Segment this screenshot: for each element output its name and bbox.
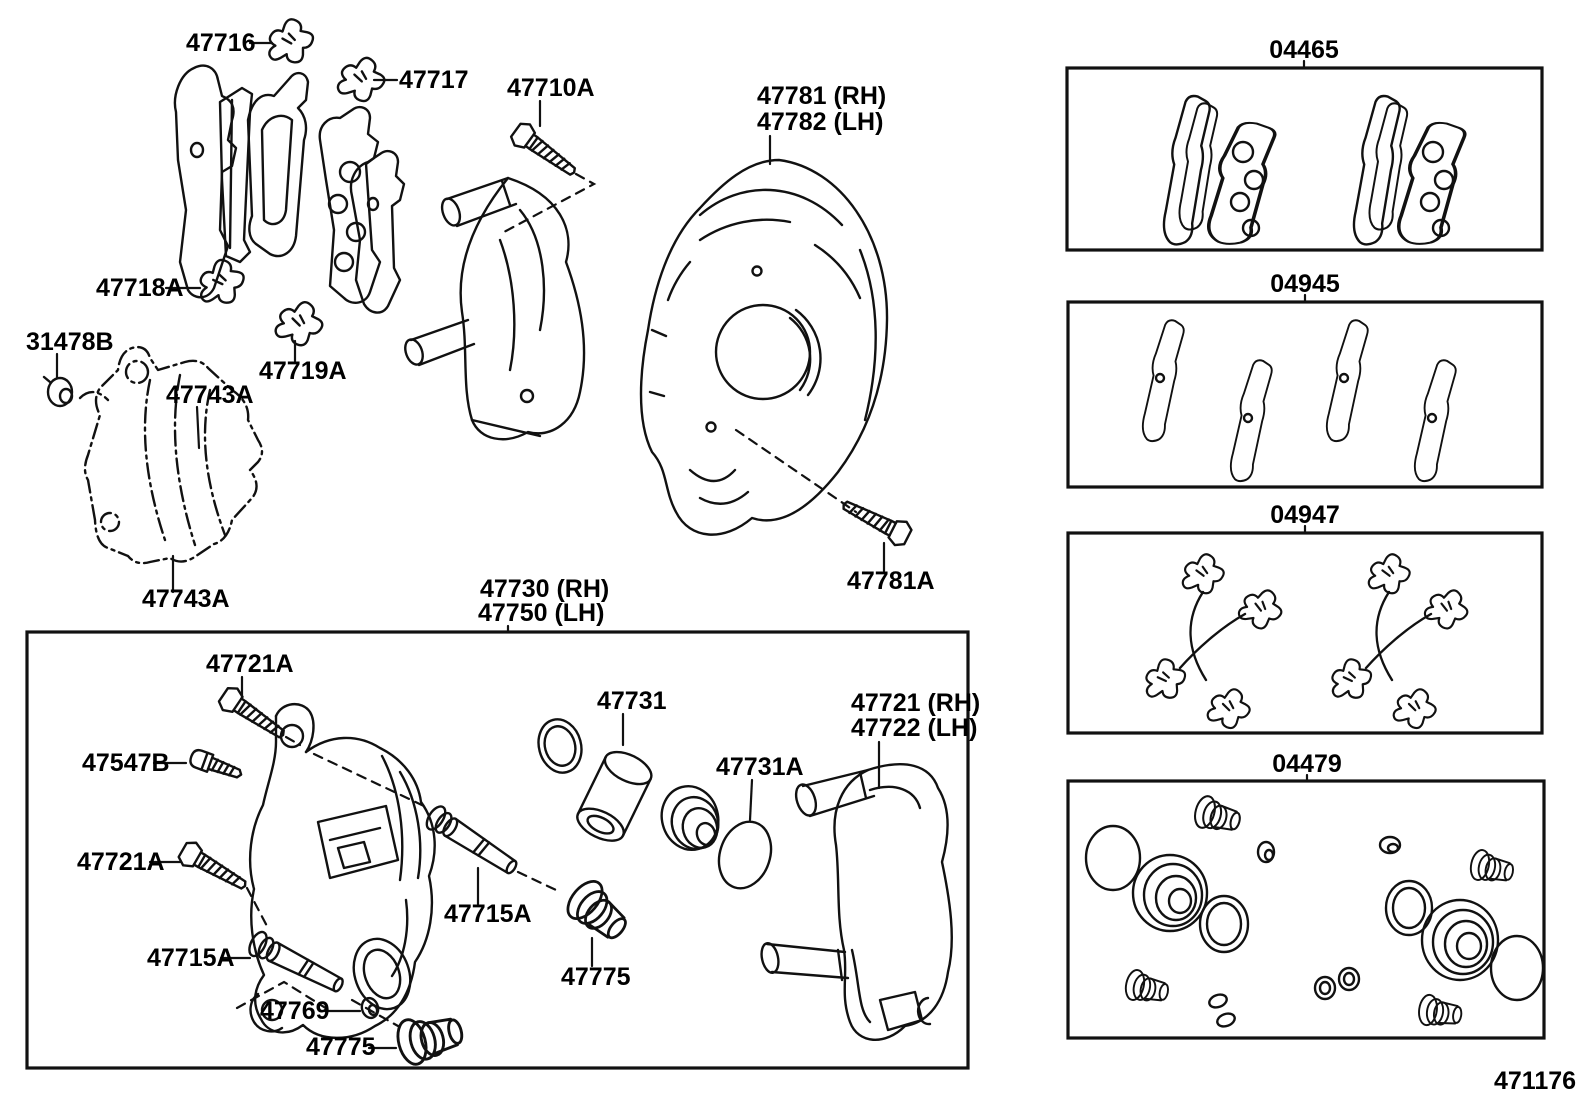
pin-boot-47775-mid-drawing (559, 873, 638, 950)
caliper-phantom-47743a-drawing (78, 345, 264, 565)
brake-pad-stack-drawing (173, 64, 406, 314)
callout-47716[interactable]: 47716 (186, 29, 256, 57)
callout-47730-rh[interactable]: 47730 (RH) (480, 575, 609, 603)
callout-47721-rh[interactable]: 47721 (RH) (851, 689, 980, 717)
piston-47731-drawing (576, 750, 653, 842)
kit-label-04465[interactable]: 04465 (1269, 36, 1339, 64)
pin-boot-47775-left-drawing (391, 1005, 469, 1069)
callout-47721a-left[interactable]: 47721A (77, 848, 165, 876)
callout-47718a[interactable]: 47718A (96, 274, 184, 302)
kit-box-04947 (1066, 531, 1544, 735)
slide-pin-47715a-left-drawing (244, 928, 349, 1000)
callout-47722-lh[interactable]: 47722 (LH) (851, 714, 977, 742)
piston-seal-ring-drawing (537, 718, 583, 774)
callout-47717[interactable]: 47717 (399, 66, 469, 94)
callout-47731a[interactable]: 47731A (716, 753, 804, 781)
shim-kit-04945-drawing (1140, 317, 1458, 485)
caliper-bolt-47721a-left-drawing (174, 837, 253, 899)
dust-cover-47781-drawing (639, 158, 889, 536)
kit-label-04945[interactable]: 04945 (1270, 270, 1340, 298)
kit-label-04479[interactable]: 04479 (1272, 750, 1342, 778)
kit-label-04947[interactable]: 04947 (1270, 501, 1340, 529)
caliper-bracket-drawing-top (404, 176, 586, 441)
kit-box-04945 (1066, 300, 1544, 489)
callout-47775-mid[interactable]: 47775 (561, 963, 631, 991)
callout-47750-lh[interactable]: 47750 (LH) (478, 599, 604, 627)
callout-47719a[interactable]: 47719A (259, 357, 347, 385)
pin-bushing-47769-drawing (360, 996, 380, 1020)
callout-47775-left[interactable]: 47775 (306, 1033, 376, 1061)
assembly-reference-dashed-lines (235, 172, 858, 1028)
kit-box-04465 (1065, 66, 1544, 252)
pad-support-clip-47716 (263, 15, 318, 68)
slide-pin-47715a-mid-drawing (421, 802, 523, 882)
callout-47547b[interactable]: 47547B (82, 749, 170, 777)
fitting-kit-04947-drawing (1139, 553, 1474, 732)
shield-bolt-47781a-drawing (836, 491, 915, 550)
set-ring-47731a-drawing (717, 820, 773, 890)
pad-support-clip-47719a (272, 297, 327, 350)
callout-47710a[interactable]: 47710A (507, 74, 595, 102)
cylinder-boot-drawing (660, 785, 720, 851)
leader-lines (55, 41, 1309, 1050)
callout-47721a-top[interactable]: 47721A (206, 650, 294, 678)
sheet-number: 471176 (1494, 1067, 1576, 1095)
cylinder-kit-04479-drawing (1084, 792, 1545, 1031)
callout-47781a[interactable]: 47781A (847, 567, 935, 595)
caliper-bracket-47721-drawing (760, 763, 953, 1042)
caliper-bolt-47721a-top-drawing (214, 682, 292, 748)
pad-kit-04465-drawing (1161, 93, 1468, 249)
bleeder-screw-47547b-drawing (187, 746, 246, 785)
callout-47782-lh[interactable]: 47782 (LH) (757, 108, 883, 136)
caliper-assembly-group-box (25, 630, 970, 1070)
bleeder-plug-cap-31478b-drawing (42, 375, 74, 408)
callout-47715a-mid[interactable]: 47715A (444, 900, 532, 928)
callout-47743a-lower[interactable]: 47743A (142, 585, 230, 613)
bracket-bolt-47710a-drawing (506, 118, 583, 185)
callout-47731[interactable]: 47731 (597, 687, 667, 715)
callout-47715a-left[interactable]: 47715A (147, 944, 235, 972)
callout-47769[interactable]: 47769 (260, 997, 330, 1025)
callout-47781-rh[interactable]: 47781 (RH) (757, 82, 886, 110)
callout-31478b[interactable]: 31478B (26, 328, 114, 356)
caliper-housing-drawing (248, 703, 436, 1040)
callout-47743a-upper[interactable]: 47743A (166, 381, 254, 409)
